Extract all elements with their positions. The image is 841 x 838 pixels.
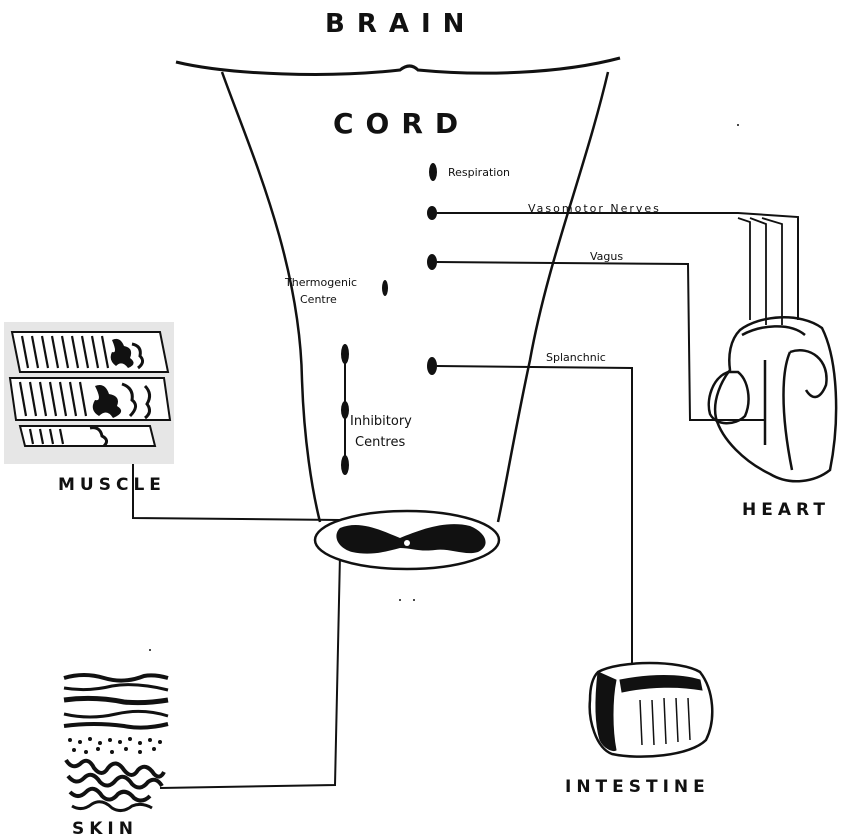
vagus-centre: [427, 254, 437, 270]
cord-label: CORD: [333, 107, 470, 140]
inhibitory-label-line1: Inhibitory: [350, 414, 412, 429]
speck: [737, 124, 739, 126]
inhibitory-centre-top: [341, 344, 349, 364]
muscle-label: MUSCLE: [58, 475, 166, 495]
thermogenic-label-line1: Thermogenic: [284, 276, 357, 289]
brain-cord-boundary: [176, 58, 620, 74]
vasomotor-strand-2: [750, 218, 766, 325]
skin-label: SKIN: [72, 819, 138, 838]
vasomotor-centre: [427, 206, 437, 220]
intestine-label: INTESTINE: [565, 777, 710, 797]
thermogenic-label-line2: Centre: [300, 293, 337, 306]
respiration-centre: [429, 163, 437, 181]
inhibitory-centre-mid: [341, 401, 349, 419]
respiration-label: Respiration: [448, 166, 510, 179]
cord-outline-right: [498, 72, 608, 522]
inhibitory-centre-bottom: [341, 455, 349, 475]
skin-nerve: [160, 555, 340, 788]
heart-illustration: [709, 317, 836, 481]
vasomotor-strand-1: [738, 218, 750, 320]
vagus-label: Vagus: [590, 250, 623, 263]
vasomotor-nerve: [437, 213, 798, 320]
speck: [399, 599, 401, 601]
brain-label: BRAIN: [325, 9, 476, 39]
vasomotor-strand-3: [762, 218, 782, 325]
skin-illustration: [64, 675, 168, 811]
heart-label: HEART: [742, 500, 830, 520]
splanchnic-label: Splanchnic: [546, 351, 606, 364]
inhibitory-label-line2: Centres: [355, 435, 405, 450]
splanchnic-centre: [427, 357, 437, 375]
muscle-illustration: [4, 322, 174, 464]
intestine-illustration: [590, 663, 713, 757]
speck: [413, 599, 415, 601]
thermogenic-centre: [382, 280, 388, 296]
speck: [149, 649, 151, 651]
spinal-cord-cross-section: [315, 511, 499, 569]
